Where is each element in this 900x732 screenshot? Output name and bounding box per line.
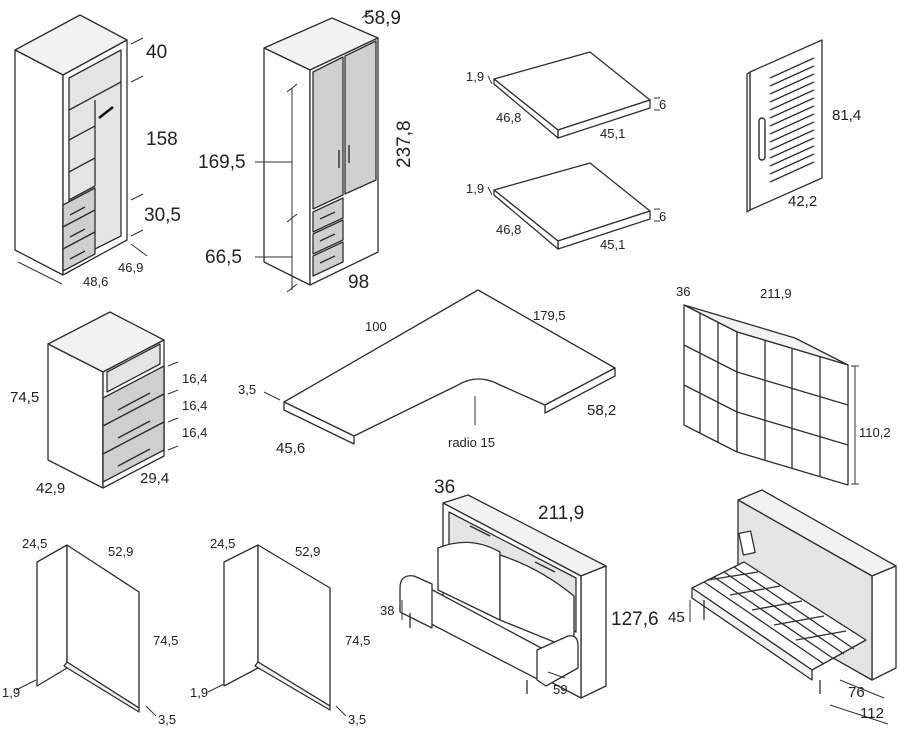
chest-height-dim: 74,5: [10, 389, 39, 406]
wardrobe-open-mid-dim: 158: [146, 129, 178, 150]
shelf-b: 1,9 46,8 45,1 6: [466, 162, 666, 252]
panel-right-top-depth-dim: 24,5: [210, 536, 235, 551]
chest-drawer-1-dim: 16,4: [182, 371, 207, 386]
wardrobe-closed-side: [263, 47, 311, 286]
chest-width-dim: 42,9: [36, 480, 65, 497]
panel-right-thickness-dim: 1,9: [190, 685, 208, 700]
bed-cabinet-side: [871, 565, 897, 681]
wardrobe-open-width-dim: 48,6: [83, 274, 108, 289]
panel-left-base-dim: 3,5: [158, 712, 176, 727]
corner-desk: 100 179,5 3,5 45,6 58,2 radio 15: [238, 289, 616, 457]
wardrobe-closed-width-dim: 98: [348, 272, 369, 293]
side-panel-left: 24,5 52,9 74,5 1,9 3,5: [2, 536, 178, 727]
corner-desk-edge-return: [544, 367, 616, 414]
panel-left-top-depth-dim: 24,5: [22, 536, 47, 551]
sofa-width-dim: 211,9: [538, 503, 584, 524]
sofa-back-cushion-right: [499, 554, 575, 651]
hanging-rail: [98, 106, 114, 119]
wardrobe-closed-height-dim: 237,8: [394, 120, 415, 168]
shelf-a-edge: [493, 78, 559, 139]
sofa-bed-closed: 36 211,9 127,6 38 59: [380, 477, 659, 699]
shelf-a-width-dim: 45,1: [600, 126, 625, 141]
bed-open-depth-dim: 76: [848, 684, 865, 701]
bed-seat-dim: 45: [668, 609, 685, 626]
sofa-seat-dim: 38: [380, 603, 394, 618]
panel-left-width-dim: 52,9: [108, 544, 133, 559]
wardrobe-closed-door-dim: 169,5: [198, 152, 246, 173]
shelf-a-depth-dim: 46,8: [496, 110, 521, 125]
panel-right-width-dim: 52,9: [295, 544, 320, 559]
desk-side-dim: 179,5: [533, 308, 566, 323]
sofa-depth-dim: 36: [434, 477, 455, 498]
chest-drawer-2-dim: 16,4: [182, 398, 207, 413]
shelf-b-edge: [493, 189, 559, 250]
chest-depth-dim: 29,4: [140, 470, 169, 487]
side-panel-right: 24,5 52,9 74,5 1,9 3,5: [190, 536, 370, 727]
bed-total-depth-dim: 112: [860, 705, 884, 722]
wardrobe-open-drawer-3: [62, 231, 96, 272]
shelf-b-depth-dim: 46,8: [496, 222, 521, 237]
shelf-b-lip-dim: 6: [659, 209, 666, 224]
side-panel-left-back: [36, 544, 68, 687]
panel-right-base-dim: 3,5: [348, 712, 366, 727]
bed-frame-front: [691, 587, 813, 681]
shelf-a-thickness-dim: 1,9: [466, 69, 484, 84]
shelf-a: 1,9 46,8 45,1 6: [466, 51, 666, 141]
door-panel-height-dim: 81,4: [832, 107, 861, 124]
sofa-arm-left: [399, 575, 433, 629]
side-panel-right-back: [223, 544, 259, 687]
chest-drawer-3-dim: 16,4: [182, 425, 207, 440]
wardrobe-closed: 58,9 237,8 169,5 66,5 98: [198, 8, 415, 293]
shelf-a-lip-dim: 6: [659, 97, 666, 112]
sofa-height-dim: 127,6: [611, 609, 659, 630]
side-panel-left-wing: [66, 544, 140, 709]
chest-of-drawers: 74,5 16,4 16,4 16,4 42,9 29,4: [10, 311, 207, 497]
side-panel-right-wing: [257, 544, 331, 707]
bookcase: 36 211,9 110,2: [676, 284, 891, 486]
wardrobe-open-side: [14, 49, 64, 276]
desk-front-dim: 45,6: [276, 440, 305, 457]
shelf-b-width-dim: 45,1: [600, 237, 625, 252]
bookcase-width-dim: 211,9: [760, 286, 792, 301]
bookcase-cubbies: [683, 313, 849, 476]
wardrobe-closed-depth-dim: 58,9: [364, 8, 401, 29]
door-panel-width-dim: 42,2: [788, 193, 817, 210]
chest-niche: [106, 343, 161, 393]
bed-open: 45 76 112: [668, 489, 897, 725]
corner-desk-edge-front: [283, 401, 355, 445]
chest-drawer-3: [102, 421, 165, 483]
door-panel-louvres: [769, 57, 815, 183]
door-panel-handle: [758, 117, 766, 161]
wardrobe-door-left: [312, 56, 344, 210]
bed-slats: [703, 566, 855, 665]
desk-back-dim: 100: [365, 319, 387, 334]
sofa-cabinet-side: [580, 565, 607, 699]
shelf-b-thickness-dim: 1,9: [466, 181, 484, 196]
desk-thickness-dim: 3,5: [238, 382, 256, 397]
panel-right-height-dim: 74,5: [345, 633, 370, 648]
bookcase-height-dim: 110,2: [859, 425, 891, 440]
desk-radius-dim: radio 15: [448, 435, 495, 450]
wardrobe-open: 40 158 30,5 46,9 48,6: [14, 14, 181, 289]
sofa-arm-dim: 59: [553, 682, 567, 697]
wardrobe-open-lower-dim: 30,5: [144, 205, 181, 226]
panel-left-height-dim: 74,5: [153, 633, 178, 648]
desk-return-dim: 58,2: [587, 402, 616, 419]
wardrobe-open-top-dim: 40: [146, 42, 167, 63]
wardrobe-open-depth-dim: 46,9: [118, 260, 143, 275]
panel-left-thickness-dim: 1,9: [2, 685, 20, 700]
wardrobe-door-right: [344, 40, 377, 195]
bookcase-depth-dim: 36: [676, 284, 690, 299]
door-panel: 81,4 42,2: [746, 39, 861, 213]
bed-mechanism: [738, 530, 756, 556]
wardrobe-closed-drawers-dim: 66,5: [205, 247, 242, 268]
